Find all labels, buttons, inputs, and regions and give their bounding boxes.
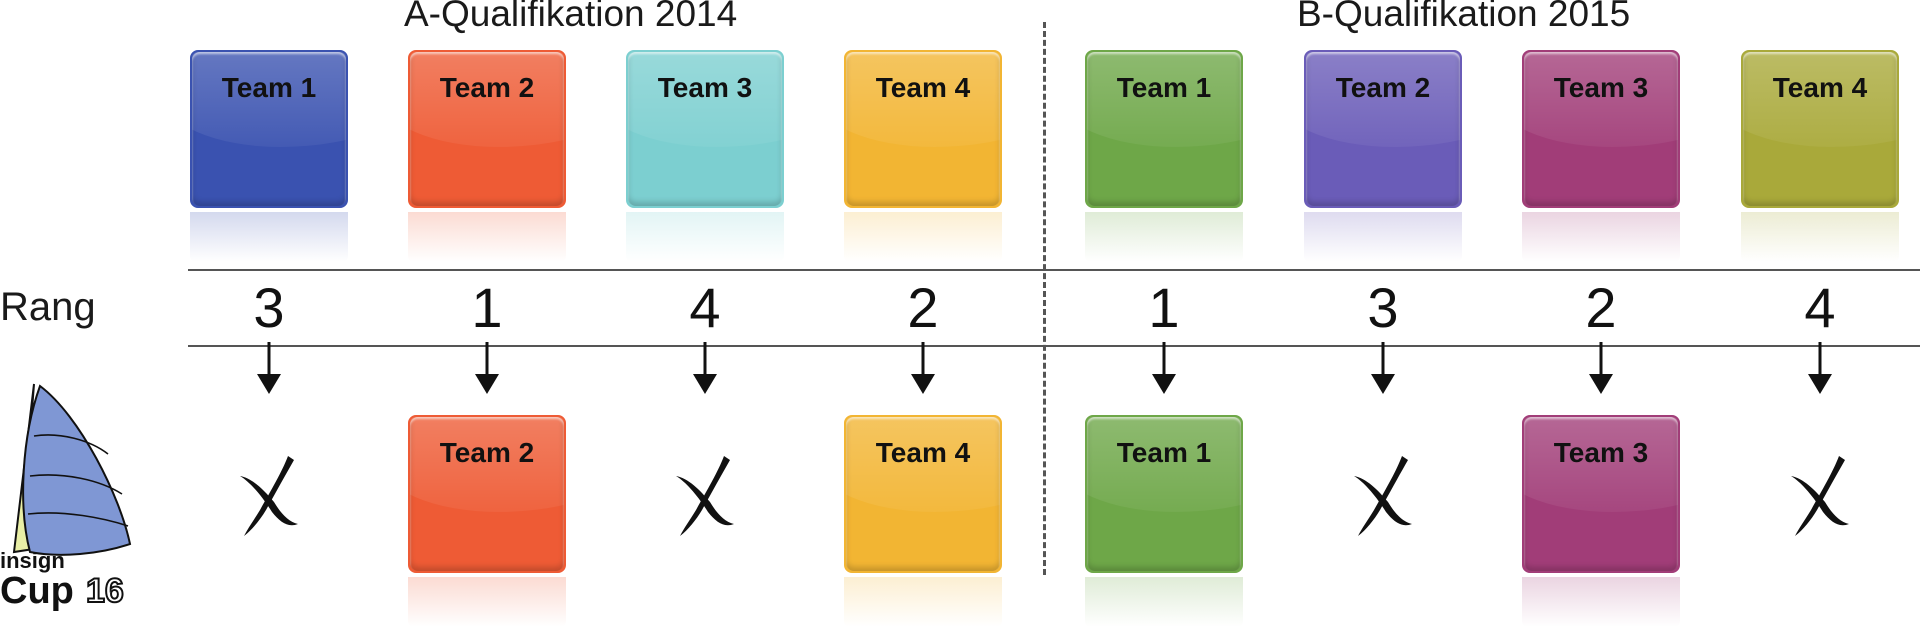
arrow-down-icon (1152, 342, 1176, 394)
tile-reflection (1522, 212, 1680, 262)
seeded-team-tile: Team 3 (626, 50, 784, 208)
tile-reflection (626, 212, 784, 262)
arrow-down-icon (1808, 342, 1832, 394)
team-label: Team 4 (1772, 72, 1868, 103)
tile-reflection (844, 577, 1002, 627)
seeded-team-tile: Team 1 (190, 50, 348, 208)
arrow-down-icon (1589, 342, 1613, 394)
eliminated-cross-icon (1354, 456, 1412, 536)
group-divider (1043, 22, 1046, 575)
rank-value: 1 (471, 276, 503, 339)
eliminated-cross-icon (676, 456, 734, 536)
logo-text-year: 16 (85, 571, 125, 611)
qualified-team-tile: Team 2 (408, 415, 566, 573)
team-label: Team 3 (1553, 72, 1649, 103)
sail-icon (12, 383, 132, 556)
rank-value: 1 (1148, 276, 1180, 339)
eliminated-cross-icon (1791, 456, 1849, 536)
team-label: Team 3 (657, 72, 753, 103)
team-label: Team 3 (1553, 437, 1649, 468)
rank-label: Rang (0, 285, 96, 329)
seeded-team-tile: Team 4 (1741, 50, 1899, 208)
arrow-down-icon (475, 342, 499, 394)
qualified-team-tile: Team 3 (1522, 415, 1680, 573)
arrow-down-icon (911, 342, 935, 394)
tile-reflection (844, 212, 1002, 262)
group-a-title: A-Qualifikation 2014 (404, 0, 738, 34)
arrow-down-icon (693, 342, 717, 394)
rank-row-top-line (188, 269, 1920, 271)
rank-value: 2 (907, 276, 939, 339)
team-label: Team 4 (875, 72, 971, 103)
tile-reflection (1085, 577, 1243, 627)
eliminated-cross-icon (240, 456, 298, 536)
seeded-team-tile: Team 1 (1085, 50, 1243, 208)
team-label: Team 2 (439, 437, 535, 468)
group-b-title: B-Qualifikation 2015 (1297, 0, 1631, 34)
logo-text-insign: insign (0, 548, 65, 573)
arrow-down-icon (257, 342, 281, 394)
team-label: Team 1 (1116, 437, 1212, 468)
team-label: Team 2 (439, 72, 535, 103)
rank-value: 3 (253, 276, 285, 339)
qualified-team-tile: Team 1 (1085, 415, 1243, 573)
team-label: Team 4 (875, 437, 971, 468)
rank-value: 4 (689, 276, 721, 339)
rank-value: 3 (1367, 276, 1399, 339)
team-label: Team 2 (1335, 72, 1431, 103)
tile-reflection (1085, 212, 1243, 262)
seeded-team-tile: Team 2 (1304, 50, 1462, 208)
tile-reflection (190, 212, 348, 262)
tile-reflection (1522, 577, 1680, 627)
arrow-down-icon (1371, 342, 1395, 394)
tile-reflection (1741, 212, 1899, 262)
seeded-team-tile: Team 4 (844, 50, 1002, 208)
seeded-team-tile: Team 3 (1522, 50, 1680, 208)
logo-text-cup: Cup (0, 570, 74, 612)
tile-reflection (408, 577, 566, 627)
seeded-team-tile: Team 2 (408, 50, 566, 208)
rank-value: 2 (1585, 276, 1617, 339)
team-label: Team 1 (221, 72, 317, 103)
qualified-team-tile: Team 4 (844, 415, 1002, 573)
team-label: Team 1 (1116, 72, 1212, 103)
rank-value: 4 (1804, 276, 1836, 339)
rank-row-bottom-line (188, 345, 1920, 347)
tile-reflection (1304, 212, 1462, 262)
tile-reflection (408, 212, 566, 262)
